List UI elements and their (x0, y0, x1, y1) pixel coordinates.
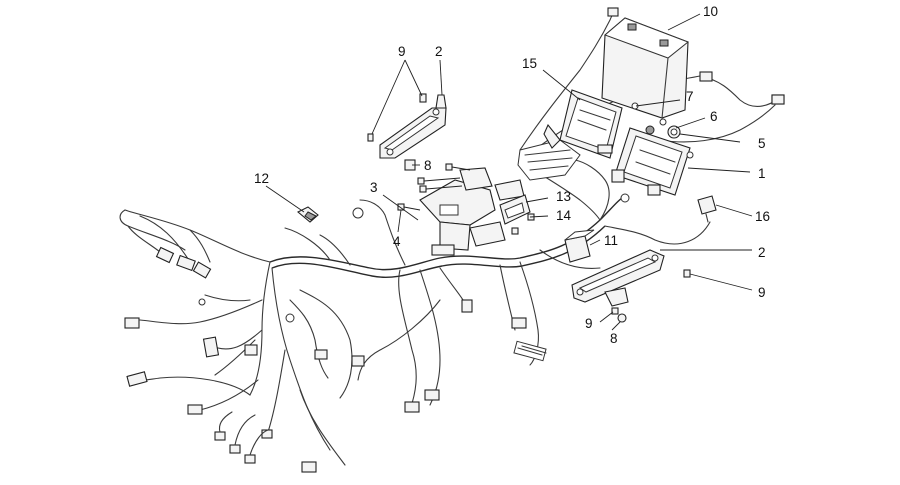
sensor-16 (697, 195, 717, 223)
callout-13: 13 (556, 189, 571, 204)
fuse-box-screws (397, 163, 471, 211)
leader-lines (265, 13, 753, 331)
callout-15: 15 (522, 56, 537, 71)
callout-8-top: 8 (424, 158, 432, 173)
callout-9-right: 9 (758, 285, 766, 300)
callout-4: 4 (393, 234, 401, 249)
callout-7: 7 (686, 89, 694, 104)
callout-16: 16 (755, 209, 770, 224)
callout-8-bottom: 8 (610, 331, 618, 346)
harness-connectors (124, 7, 785, 473)
callout-5: 5 (758, 136, 766, 151)
callout-9-bottom: 9 (585, 316, 593, 331)
callout-14: 14 (556, 208, 572, 223)
callout-6: 6 (710, 109, 718, 124)
battery-terminal-hardware (631, 102, 681, 139)
relay-bracket (499, 194, 535, 235)
callout-12: 12 (254, 171, 269, 186)
battery (601, 17, 689, 119)
right-mounting-bracket (571, 249, 691, 323)
relay (564, 229, 595, 263)
callout-labels: 10 9 2 15 7 6 5 1 12 8 3 13 14 4 16 11 2… (254, 4, 770, 346)
left-mounting-bracket (367, 93, 447, 171)
callout-1: 1 (758, 166, 766, 181)
callout-3: 3 (370, 180, 378, 195)
callout-9-top: 9 (398, 44, 406, 59)
control-module (611, 127, 694, 196)
fuse-box-assembly (419, 139, 581, 256)
callout-11: 11 (604, 233, 618, 248)
ecu-unit (543, 89, 623, 159)
callout-2-bottom: 2 (758, 245, 766, 260)
callout-2-top: 2 (435, 44, 443, 59)
callout-10: 10 (703, 4, 718, 19)
cable-clip (297, 206, 319, 223)
